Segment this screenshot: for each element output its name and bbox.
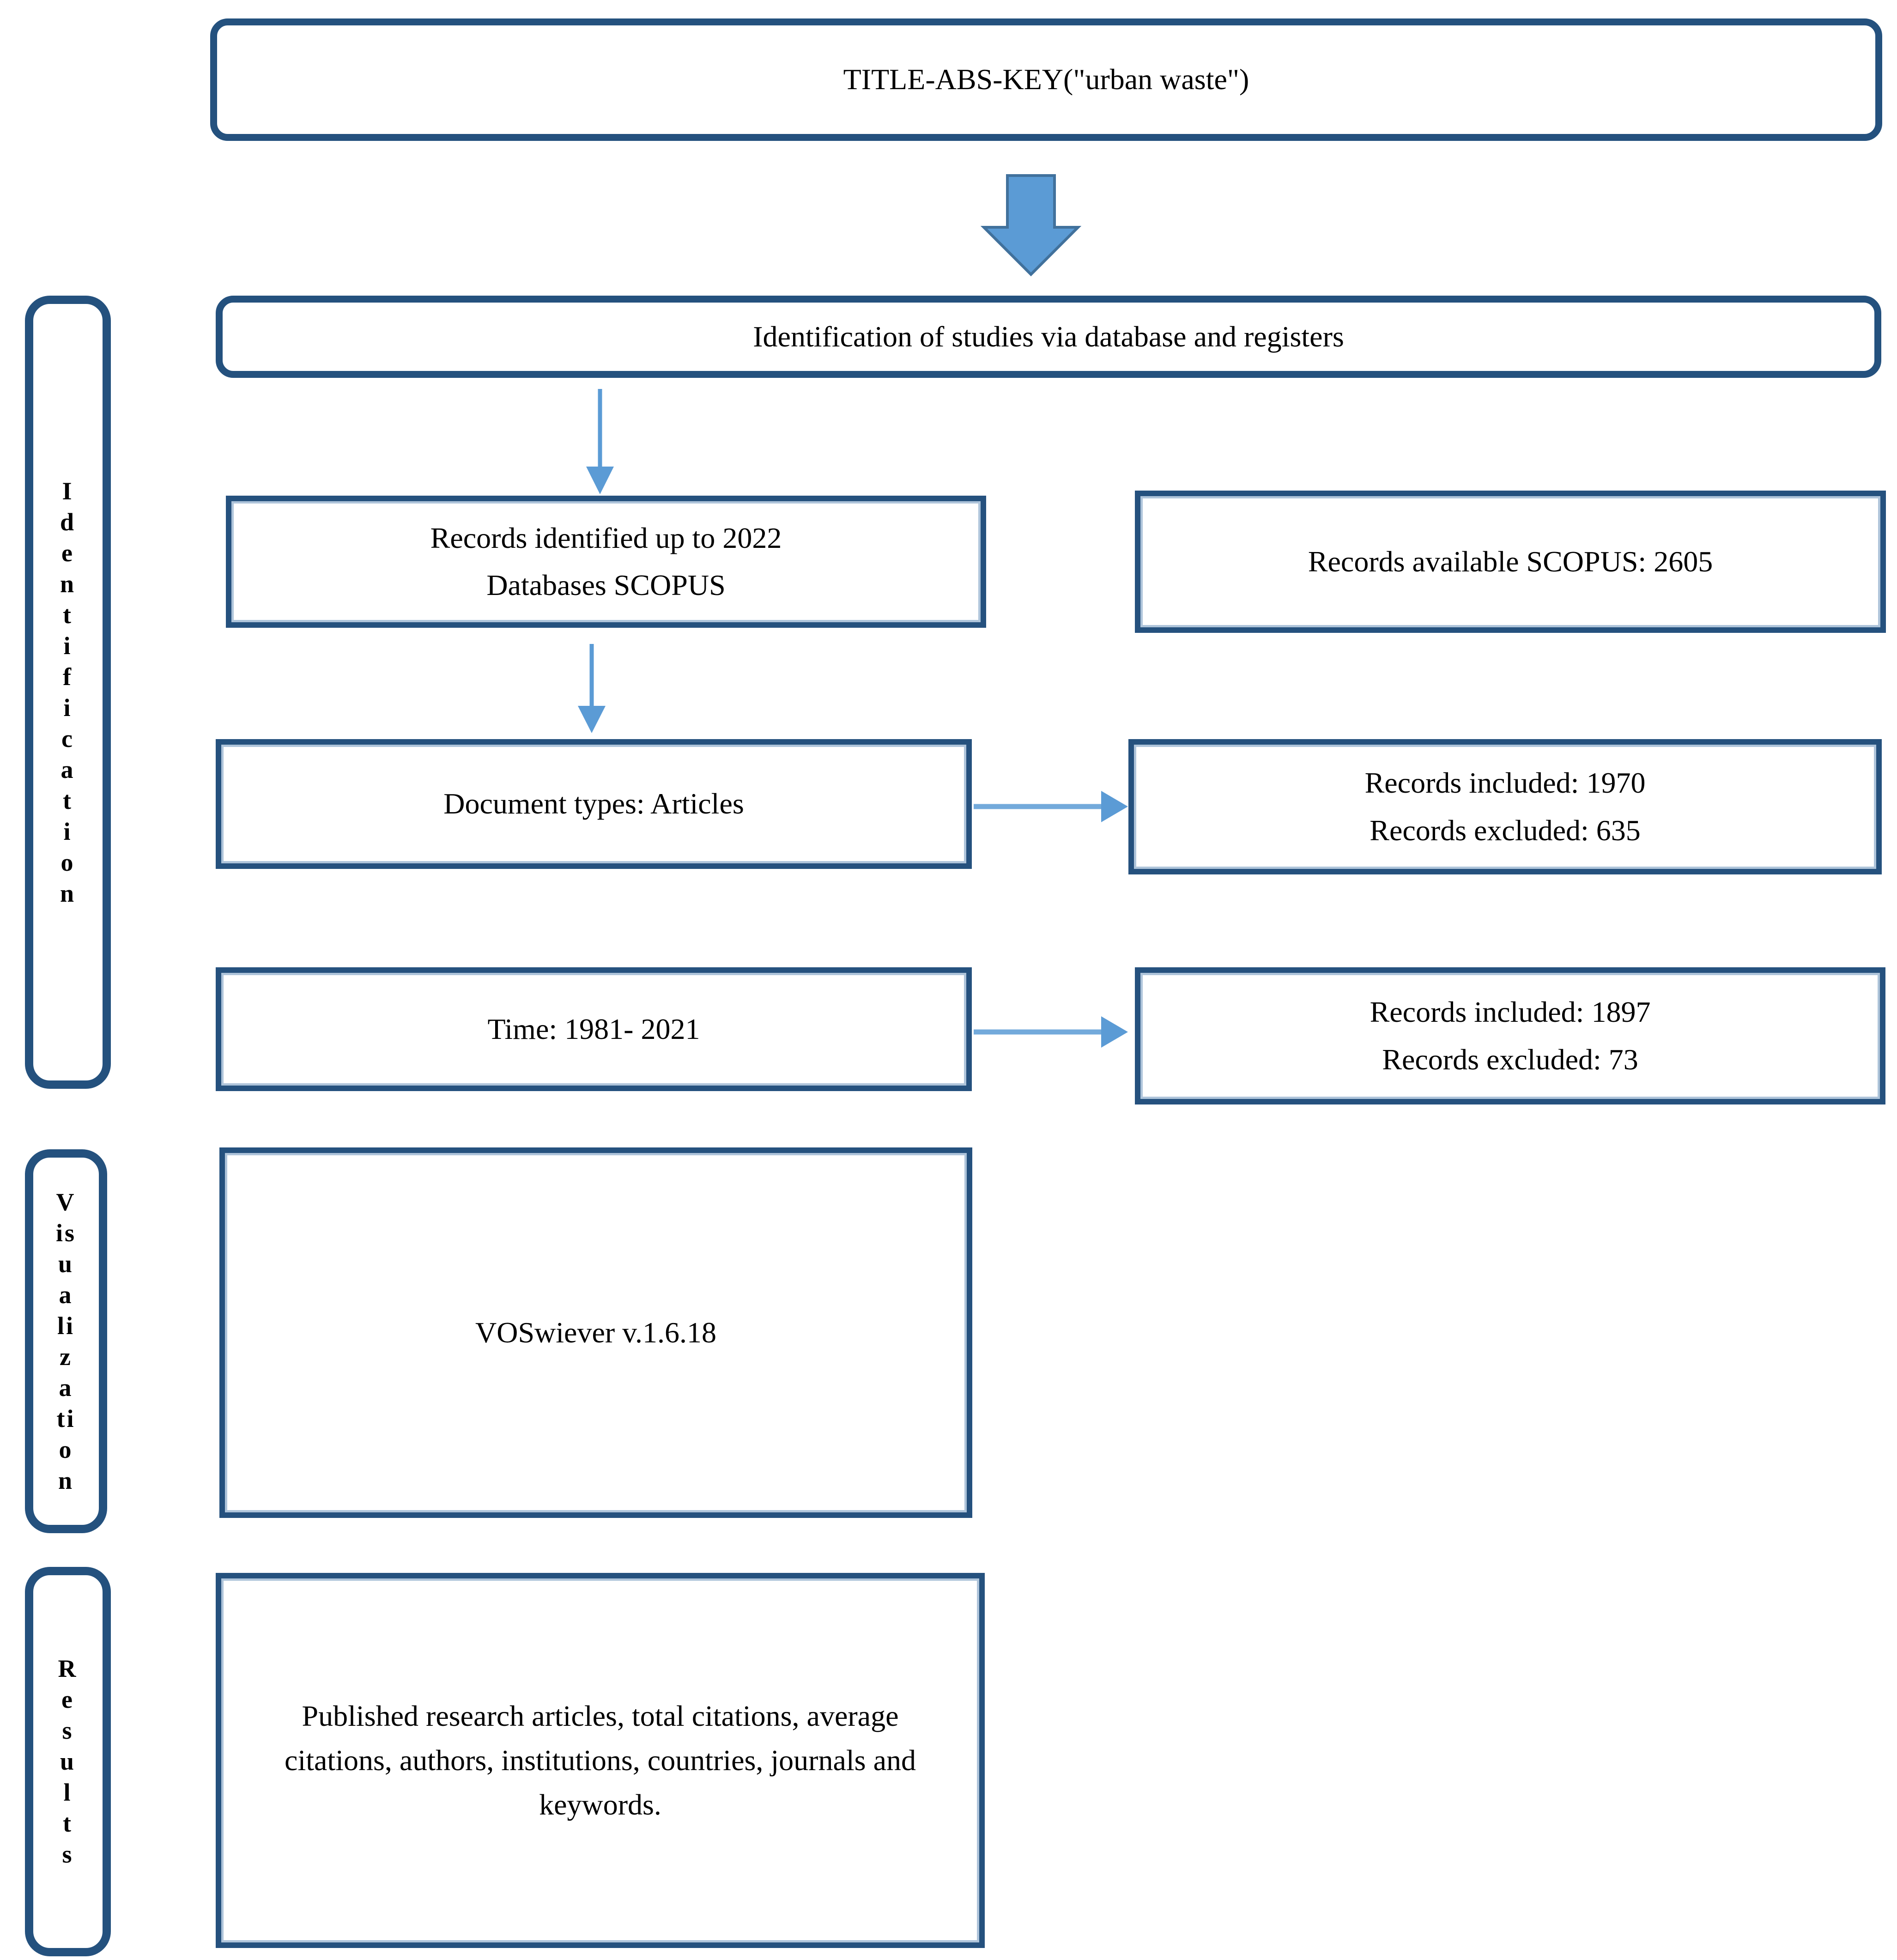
down-arrow-icon: [586, 389, 614, 494]
header-box: Identification of studies via database a…: [216, 296, 1881, 378]
big-down-arrow-shape: [980, 174, 1082, 277]
down-arrow-icon: [578, 644, 606, 733]
sidebar-results-label: R e s u l t s: [58, 1655, 78, 1868]
sidebar-identification: I d e n t i f i c a t i o n: [25, 296, 111, 1089]
right-arrow-icon: [974, 791, 1128, 822]
sidebar-visualization-label: V is u a li z a ti o n: [55, 1188, 77, 1494]
query-box: TITLE-ABS-KEY("urban waste"): [210, 18, 1882, 141]
big-down-arrow-icon: [980, 174, 1082, 277]
down-arrow-head: [586, 467, 614, 494]
document-types-result-box: Records included: 1970 Records excluded:…: [1128, 739, 1882, 874]
down-arrow-head: [578, 706, 606, 733]
results-box-label: Published research articles, total citat…: [285, 1699, 916, 1821]
records-identified-box: Records identified up to 2022 Databases …: [226, 496, 986, 628]
records-available-label: Records available SCOPUS: 2605: [1308, 545, 1713, 578]
right-arrow-icon: [974, 1016, 1128, 1048]
sidebar-results: R e s u l t s: [25, 1567, 111, 1956]
document-types-label: Document types: Articles: [443, 787, 744, 820]
records-identified-label: Records identified up to 2022 Databases …: [430, 521, 782, 601]
sidebar-visualization: V is u a li z a ti o n: [25, 1149, 107, 1533]
query-box-label: TITLE-ABS-KEY("urban waste"): [843, 63, 1249, 96]
right-arrow-head: [1101, 791, 1128, 822]
time-range-box: Time: 1981- 2021: [216, 967, 972, 1091]
document-types-box: Document types: Articles: [216, 739, 972, 869]
results-box: Published research articles, total citat…: [216, 1573, 985, 1948]
records-available-box: Records available SCOPUS: 2605: [1135, 491, 1886, 633]
time-range-label: Time: 1981- 2021: [487, 1012, 700, 1045]
document-types-result-label: Records included: 1970 Records excluded:…: [1364, 766, 1646, 847]
time-range-result-box: Records included: 1897 Records excluded:…: [1135, 967, 1885, 1104]
sidebar-identification-label: I d e n t i f i c a t i o n: [60, 477, 76, 907]
visualization-tool-box: VOSwiever v.1.6.18: [219, 1147, 972, 1518]
header-box-label: Identification of studies via database a…: [753, 320, 1344, 353]
visualization-tool-label: VOSwiever v.1.6.18: [475, 1316, 716, 1349]
right-arrow-head: [1101, 1016, 1128, 1048]
time-range-result-label: Records included: 1897 Records excluded:…: [1370, 995, 1651, 1076]
